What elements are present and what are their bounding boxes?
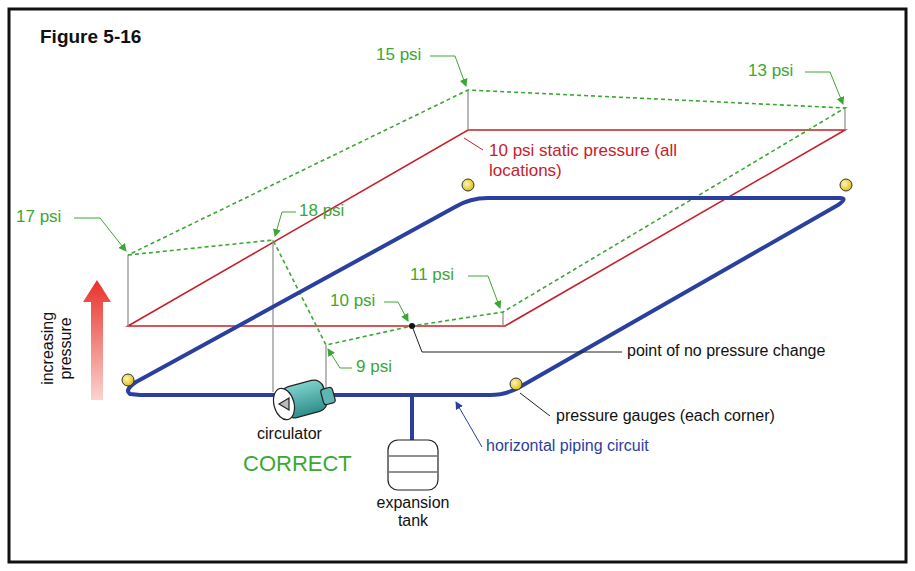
pressure-value: 11 psi [410,265,454,285]
part-label: circulator [257,425,322,443]
pressure-value: 18 psi [299,201,344,221]
pressure-value: 17 psi [16,207,61,227]
pressure-value: 15 psi [376,45,421,65]
callout-label: point of no pressure change [627,342,825,360]
figure-title: Figure 5-16 [40,26,141,48]
pressure-value: 13 psi [748,61,793,81]
pressure-value: 9 psi [356,357,392,377]
pressure-value: 10 psi [330,291,375,311]
axis-label: increasing pressure [39,303,76,393]
static-pressure-note: 10 psi static pressure (all locations) [487,141,701,180]
part-label: expansion tank [368,494,458,531]
callout-label: pressure gauges (each corner) [556,407,775,425]
callout-label: horizontal piping circuit [486,437,649,455]
status-label: CORRECT [243,451,352,476]
